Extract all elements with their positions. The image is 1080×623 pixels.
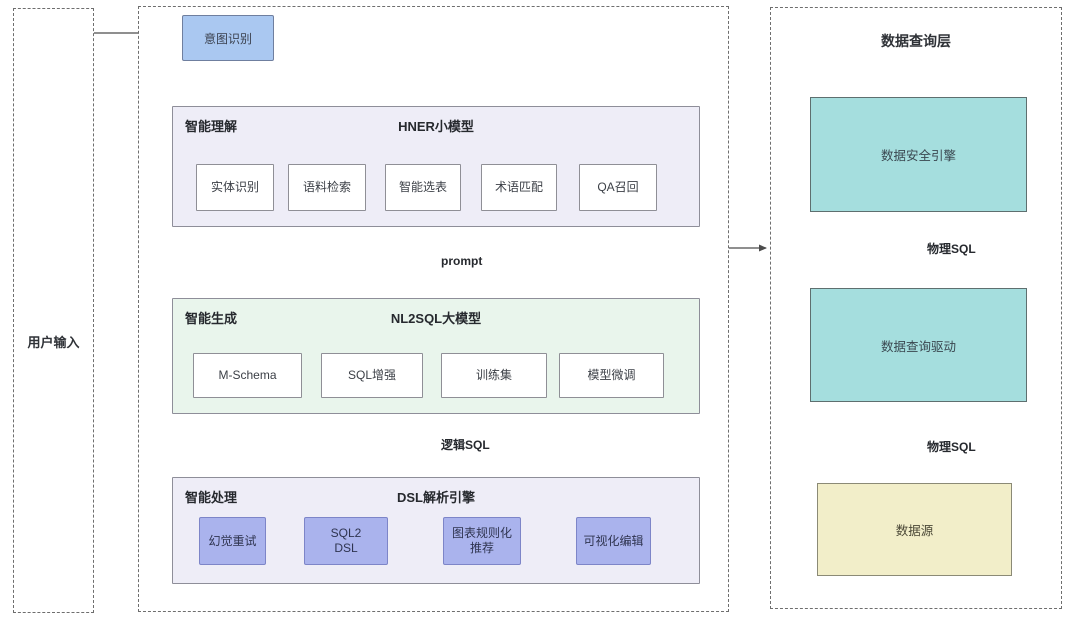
smart-table-selection-node: 智能选表 bbox=[385, 164, 461, 211]
sql-augmentation-node: SQL增强 bbox=[321, 353, 423, 398]
chart-rule-recommendation-node: 图表规则化 推荐 bbox=[443, 517, 521, 565]
physical-sql-edge-label-1: 物理SQL bbox=[927, 242, 976, 256]
m-schema-node: M-Schema bbox=[193, 353, 302, 398]
data-security-engine-node: 数据安全引擎 bbox=[810, 97, 1027, 212]
logical-sql-edge-label: 逻辑SQL bbox=[441, 438, 490, 452]
qa-recall-node: QA召回 bbox=[579, 164, 657, 211]
understanding-section: 智能理解 HNER小模型 实体识别 语料检索 智能选表 术语匹配 QA召回 bbox=[172, 106, 700, 227]
visual-editing-node: 可视化编辑 bbox=[576, 517, 651, 565]
generation-section-title: NL2SQL大模型 bbox=[390, 311, 482, 326]
physical-sql-edge-label-2: 物理SQL bbox=[927, 440, 976, 454]
understanding-section-title: HNER小模型 bbox=[398, 119, 474, 134]
generation-section: 智能生成 NL2SQL大模型 M-Schema SQL增强 训练集 模型微调 bbox=[172, 298, 700, 414]
processing-section-title: DSL解析引擎 bbox=[396, 490, 475, 505]
term-matching-node: 术语匹配 bbox=[481, 164, 557, 211]
processing-section-label: 智能处理 bbox=[185, 490, 238, 505]
intent-recognition-node: 意图识别 bbox=[182, 15, 274, 61]
model-finetune-node: 模型微调 bbox=[559, 353, 664, 398]
processing-section: 智能处理 DSL解析引擎 幻觉重试 SQL2 DSL 图表规则化 推荐 可视化编… bbox=[172, 477, 700, 584]
data-query-driver-node: 数据查询驱动 bbox=[810, 288, 1027, 402]
prompt-edge-label: prompt bbox=[441, 254, 483, 268]
user-input-label: 用户输入 bbox=[27, 335, 80, 350]
data-source-node: 数据源 bbox=[817, 483, 1012, 576]
data-query-lane-title: 数据查询层 bbox=[881, 33, 951, 49]
entity-recognition-node: 实体识别 bbox=[196, 164, 274, 211]
corpus-retrieval-node: 语料检索 bbox=[288, 164, 366, 211]
training-set-node: 训练集 bbox=[441, 353, 547, 398]
understanding-section-label: 智能理解 bbox=[185, 119, 238, 134]
sql2dsl-node: SQL2 DSL bbox=[304, 517, 388, 565]
user-input-lane: 用户输入 bbox=[13, 8, 94, 613]
generation-section-label: 智能生成 bbox=[185, 311, 238, 326]
hallucination-retry-node: 幻觉重试 bbox=[199, 517, 266, 565]
